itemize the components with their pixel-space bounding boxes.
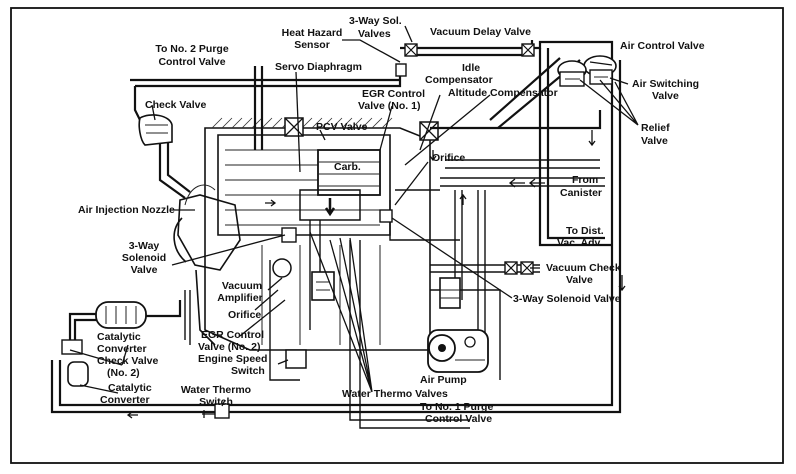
label-3way-left-line2: Solenoid <box>122 252 166 264</box>
label-water-thermo-switch-line1: Water Thermo <box>181 384 251 396</box>
label-egr1-line2: Valve (No. 1) <box>358 100 420 112</box>
label-purge-2-line2: Control Valve <box>158 56 225 68</box>
label-from-canister-line1: From <box>572 174 598 186</box>
label-3way-solenoid-right: 3-Way Solenoid Valve <box>513 293 621 305</box>
label-water-thermo-valves: Water Thermo Valves <box>342 388 448 400</box>
label-air-control-valve: Air Control Valve <box>620 40 705 52</box>
label-heat-hazard-line1: Heat Hazard <box>282 27 343 39</box>
label-servo-diaphragm: Servo Diaphragm <box>275 61 362 73</box>
label-orifice-mid: Orifice <box>228 309 261 321</box>
label-relief-line1: Relief <box>641 122 670 134</box>
label-air-pump: Air Pump <box>420 374 467 386</box>
label-egr2-line2: Valve (No. 2) <box>198 341 260 353</box>
label-to-dist-line1: To Dist. <box>566 225 604 237</box>
label-air-switching-line2: Valve <box>652 90 679 102</box>
label-air-switching-line1: Air Switching <box>632 78 699 90</box>
label-3way-sol-line2: Valves <box>358 28 391 40</box>
label-pcv-valve: PCV Valve <box>316 121 368 133</box>
label-check-valve: Check Valve <box>145 99 206 111</box>
leader-lines <box>69 25 639 407</box>
label-cat-conv-line1: Catalytic <box>108 382 152 394</box>
label-water-thermo-switch-line2: Switch <box>199 396 233 408</box>
label-3way-left-line3: Valve <box>131 264 158 276</box>
label-vacuum-delay-valve: Vacuum Delay Valve <box>430 26 531 38</box>
catalytic-converter-icon <box>61 301 147 387</box>
label-purge-1-line2: Control Valve <box>425 413 492 425</box>
label-heat-hazard-line2: Sensor <box>294 39 330 51</box>
label-egr2-line1: EGR Control <box>201 329 264 341</box>
vacuum-check-valve-icon <box>439 277 461 309</box>
heat-hazard-sensor-icon <box>395 63 407 77</box>
label-engine-speed-line1: Engine Speed <box>198 353 267 365</box>
air-pump-icon <box>427 329 489 373</box>
diagram-border <box>10 7 784 464</box>
label-purge-1-line1: To No. 1 Purge <box>420 401 493 413</box>
label-3way-sol-line1: 3-Way Sol. <box>349 15 402 27</box>
check-valve-icon <box>138 114 173 146</box>
label-air-injection-nozzle: Air Injection Nozzle <box>78 204 175 216</box>
label-relief-line2: Valve <box>641 135 668 147</box>
label-cat-check-line3: Check Valve <box>97 355 158 367</box>
flow-arrow-icon <box>126 130 626 419</box>
diagram-labels: To No. 2 Purge Control Valve Heat Hazard… <box>78 15 705 425</box>
carburetor-icon <box>299 149 381 221</box>
label-cat-check-line2: Converter <box>97 343 147 355</box>
solenoid-valve-icon <box>281 43 535 275</box>
label-egr1-line1: EGR Control <box>362 88 425 100</box>
label-vacuum-check-line1: Vacuum Check <box>546 262 621 274</box>
label-vacuum-amp-line1: Vacuum <box>222 280 262 292</box>
label-cat-check-line1: Catalytic <box>97 331 141 343</box>
label-idle-line1: Idle <box>462 62 480 74</box>
vacuum-amplifier-icon <box>272 258 335 369</box>
label-cat-conv-line2: Converter <box>100 394 150 406</box>
label-cat-check-line4: (No. 2) <box>107 367 140 379</box>
label-from-canister-line2: Canister <box>560 187 602 199</box>
air-control-valve-icon <box>557 55 617 87</box>
label-idle-line2: Compensator <box>425 74 493 86</box>
label-engine-speed-line2: Switch <box>231 365 265 377</box>
label-purge-2-line1: To No. 2 Purge <box>155 43 228 55</box>
label-altitude-compensator: Altitude Compensator <box>448 87 558 99</box>
label-orifice-top: Orifice <box>432 152 465 164</box>
label-to-dist-line2: Vac. Adv. <box>557 237 603 249</box>
thermo-switch-icon <box>202 403 230 419</box>
label-vacuum-amp-line2: Amplifier <box>217 292 263 304</box>
engine-block-icon <box>173 117 431 351</box>
label-vacuum-check-line2: Valve <box>566 274 593 286</box>
label-carb: Carb. <box>334 161 361 173</box>
label-3way-left-line1: 3-Way <box>129 240 160 252</box>
